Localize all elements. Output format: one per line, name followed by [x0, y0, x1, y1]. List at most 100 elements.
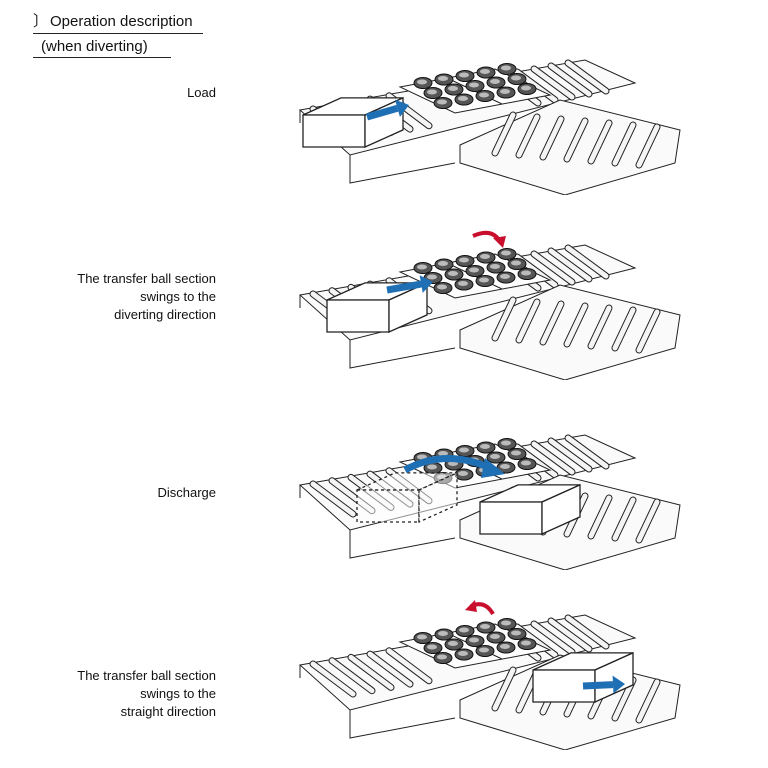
package-side	[541, 483, 581, 536]
transfer-ball-highlight	[521, 640, 531, 646]
flow-arrow-shaft	[386, 280, 422, 294]
transfer-ball-highlight	[480, 624, 490, 629]
roller-fill	[565, 435, 609, 469]
transfer-ball-highlight	[469, 637, 479, 643]
branch-roller-fill	[636, 309, 660, 353]
step-1-label: Load	[187, 85, 216, 100]
branch-roller-fill	[540, 301, 564, 345]
transfer-ball-highlight	[521, 460, 531, 466]
transfer-ball-highlight	[458, 96, 468, 101]
roller-fill	[531, 251, 575, 285]
branch-roller-fill	[612, 122, 636, 166]
transfer-ball-highlight	[459, 72, 469, 78]
transfer-ball-highlight	[459, 627, 469, 633]
transfer-ball-highlight	[417, 264, 427, 270]
flow-arrow-head	[481, 458, 505, 478]
transfer-ball-highlight	[480, 444, 490, 449]
transfer-ball-highlight	[501, 620, 511, 626]
branch-roller-fill	[588, 305, 612, 349]
package-front	[479, 501, 543, 535]
roller-fill	[386, 648, 432, 684]
transfer-ball-highlight	[448, 641, 458, 646]
transfer-ball-highlight	[427, 89, 437, 95]
transfer-ball-highlight	[480, 69, 490, 74]
roller-fill	[348, 654, 394, 690]
roller-fill	[565, 245, 609, 279]
transfer-ball-highlight	[480, 254, 490, 259]
rotation-arrow-head	[493, 236, 506, 248]
roller-fill	[548, 63, 592, 97]
title-line-2: (when diverting)	[33, 38, 171, 58]
transfer-ball-highlight	[437, 284, 447, 290]
transfer-ball-highlight	[458, 471, 468, 476]
transfer-ball-highlight	[469, 82, 479, 88]
transfer-ball-highlight	[437, 654, 447, 660]
transfer-ball-highlight	[427, 644, 437, 650]
transfer-ball-highlight	[501, 65, 511, 71]
branch-roller-fill	[588, 120, 612, 164]
step-4-diagram	[295, 600, 685, 750]
conveyor-illustration-3	[298, 434, 681, 570]
step-3-diagram	[295, 420, 685, 570]
transfer-ball-highlight	[438, 76, 448, 81]
transfer-ball-highlight	[459, 447, 469, 453]
branch-roller-fill	[540, 116, 564, 160]
transfer-ball-highlight	[501, 440, 511, 446]
branch-roller-fill	[492, 297, 516, 341]
branch-roller-fill	[612, 497, 636, 541]
roller-fill	[548, 248, 592, 282]
flow-arrow-shaft	[582, 681, 614, 690]
main-conveyor-side	[349, 155, 456, 184]
main-conveyor-side	[349, 710, 456, 739]
package-front	[326, 299, 390, 333]
transfer-ball-highlight	[490, 79, 500, 84]
package-ghost-side	[418, 471, 458, 524]
branch-roller-fill	[636, 679, 660, 723]
transfer-ball-highlight	[427, 464, 437, 470]
transfer-ball-highlight	[479, 647, 489, 653]
transfer-ball-highlight	[490, 264, 500, 269]
transfer-ball-highlight	[511, 75, 521, 81]
step-4-label: The transfer ball section swings to the …	[77, 668, 216, 719]
conveyor-illustration-2	[298, 230, 681, 380]
transfer-ball-highlight	[469, 267, 479, 273]
roller-fill	[310, 481, 356, 517]
transfer-ball-highlight	[437, 99, 447, 105]
transfer-ball-highlight	[490, 454, 500, 459]
flow-arrow-head	[419, 275, 433, 293]
transfer-ball-highlight	[511, 260, 521, 266]
transfer-ball-highlight	[438, 451, 448, 456]
transfer-ball-highlight	[479, 92, 489, 98]
branch-roller-fill	[636, 124, 660, 168]
step-1-diagram	[295, 45, 685, 195]
main-conveyor-side	[349, 340, 456, 369]
title-line-1: Operation description	[50, 13, 193, 30]
transfer-ball-highlight	[458, 281, 468, 286]
branch-roller-fill	[516, 114, 540, 158]
transfer-ball-highlight	[500, 274, 510, 279]
transfer-ball-highlight	[417, 634, 427, 640]
roller-fill	[565, 60, 609, 94]
branch-roller-fill	[492, 112, 516, 156]
rotation-arrow-head	[465, 600, 477, 612]
roller-fill	[548, 618, 592, 652]
step-2-diagram	[295, 230, 685, 380]
conveyor-illustration-1	[298, 59, 681, 195]
flow-arrow-shaft	[366, 104, 399, 121]
roller-fill	[367, 651, 413, 687]
transfer-ball-highlight	[479, 277, 489, 283]
step-3-label: Discharge	[157, 485, 216, 500]
package-ghost-front	[356, 489, 420, 523]
transfer-ball-highlight	[501, 250, 511, 256]
main-conveyor-side	[349, 530, 456, 559]
step-2-label: The transfer ball section swings to the …	[77, 271, 216, 322]
roller-fill	[548, 438, 592, 472]
transfer-ball-highlight	[521, 270, 531, 276]
flow-arrow-head	[394, 99, 409, 117]
bracket-glyph: 〕	[33, 13, 49, 30]
roller-fill	[310, 661, 356, 697]
roller-fill	[531, 441, 575, 475]
package-ghost-top	[356, 472, 458, 491]
transfer-ball-highlight	[521, 85, 531, 91]
branch-roller-fill	[588, 495, 612, 539]
